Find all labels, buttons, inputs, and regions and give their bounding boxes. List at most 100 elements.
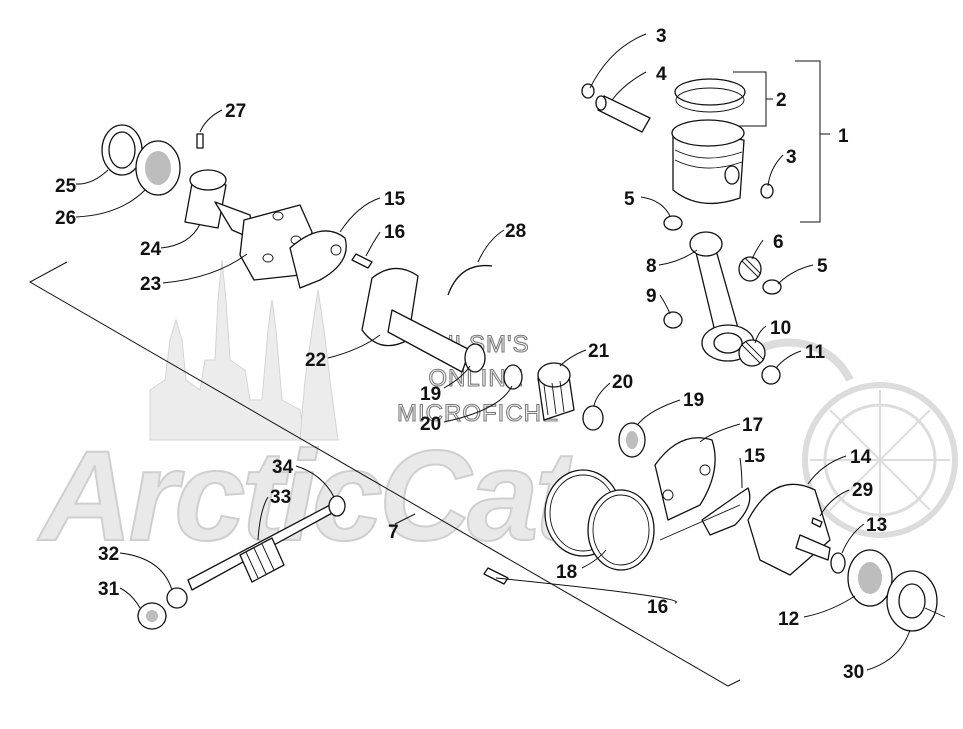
piston-ring-lower [675,87,745,113]
circlip-left [581,83,595,99]
crankshaft-right-web [747,483,831,576]
balance-shaft-assembly [137,495,346,630]
counterweight-right-hole-2 [699,464,711,476]
leader-16b [495,577,677,604]
callout-labels: 1 2 3 3 4 5 5 6 7 8 9 10 11 12 13 14 15 … [55,26,887,683]
needle-bearing-small-lines [741,257,762,278]
callout-25: 25 [55,176,77,197]
leader-18 [581,549,607,569]
callout-20a: 20 [420,414,441,435]
leader-lines [75,33,911,671]
leader-12 [803,595,856,618]
callout-19a: 19 [420,384,441,405]
callout-34: 34 [272,457,294,478]
seal-rings-18 [544,469,655,571]
circlip-right [760,183,774,199]
callout-19b: 19 [683,390,704,411]
callout-15a: 15 [384,189,406,210]
thrust-washer-lower-right [761,365,781,385]
thrust-washer-upper-left [663,215,683,231]
piston-grooves [674,149,743,169]
thrust-washer-lower-left [663,311,683,329]
callout-22: 22 [305,350,326,371]
piston-ring-top [674,78,746,106]
leader-10 [754,325,767,344]
leader-15a [339,197,381,233]
callout-16b: 16 [647,597,668,618]
washer-19-left [464,343,486,373]
crankshaft-right-stub [795,534,831,561]
leader-20a [443,385,513,423]
gear-21-top [537,362,571,388]
woodruff-key [811,517,823,528]
callout-8: 8 [646,256,657,277]
washer-19-right-inner [626,431,638,449]
bracket-7-tick [394,513,416,525]
ball-bearing-left-inner [145,151,171,185]
thrust-washer-upper-right [762,279,782,295]
callout-9: 9 [646,286,657,307]
leader-5b [777,264,814,285]
leader-14 [807,455,847,485]
shaft-axis-right [924,607,946,618]
callout-31: 31 [98,579,120,600]
counterweight-left [289,230,347,289]
callout-21: 21 [588,341,610,362]
dowel-pin [196,133,204,149]
leader-25 [75,169,109,185]
watermark-wheel-icon [737,338,958,538]
leader-30 [866,629,911,671]
callout-15b: 15 [744,446,766,467]
watermark-skyline-icon [149,259,339,441]
shaft-33-gear-teeth [245,543,275,579]
callout-7: 7 [388,522,399,543]
leader-27 [199,109,223,133]
leader-22 [327,334,381,359]
leader-5a [640,196,671,217]
counterweight-left-hole [330,244,342,256]
watermark: ArcticCat HLSM'S ONLINE MICROFICHE [36,259,958,569]
callout-4: 4 [656,64,667,85]
connecting-rod-small-end [689,231,723,257]
crankshaft-left-assembly [101,124,471,373]
callout-24: 24 [140,239,162,260]
leader-9 [659,294,671,315]
leader-29 [819,489,850,517]
leader-8 [658,249,698,266]
piston-assembly [581,78,774,204]
needle-bearing-left-top [189,169,227,191]
leader-20b [593,382,611,407]
piston-pin-boss [724,165,740,185]
washer-20-left [503,364,523,390]
leader-26 [75,189,146,218]
leader-11 [775,350,802,369]
bearing-32 [166,587,188,609]
callout-1: 1 [838,126,849,147]
callout-26: 26 [55,208,76,229]
counterweight-right-hole-1 [662,489,674,501]
oil-seal-right-inner [898,583,926,619]
leader-34 [295,465,335,498]
bracket-1 [795,60,821,223]
leader-28 [477,229,505,263]
callout-14: 14 [850,447,872,468]
callout-3b: 3 [786,147,797,168]
group-brackets [28,60,830,687]
nut-31-inner [146,610,158,622]
leader-3a [589,33,647,89]
web-hole-3 [262,253,274,263]
piston-pin-end [595,95,607,111]
connecting-rod-assembly [663,215,782,385]
callout-5a: 5 [624,189,635,210]
callout-27: 27 [225,101,246,122]
leader-19a [443,365,471,389]
callout-17: 17 [742,415,763,436]
shaft-33-gear [239,537,285,583]
piston-body [672,129,745,204]
leader-33 [257,496,269,541]
connecting-rod-big-end-bore [713,332,743,354]
leader-31 [119,587,141,609]
callout-18: 18 [556,562,577,583]
bracket-7 [28,261,741,687]
leader-13 [841,523,865,554]
